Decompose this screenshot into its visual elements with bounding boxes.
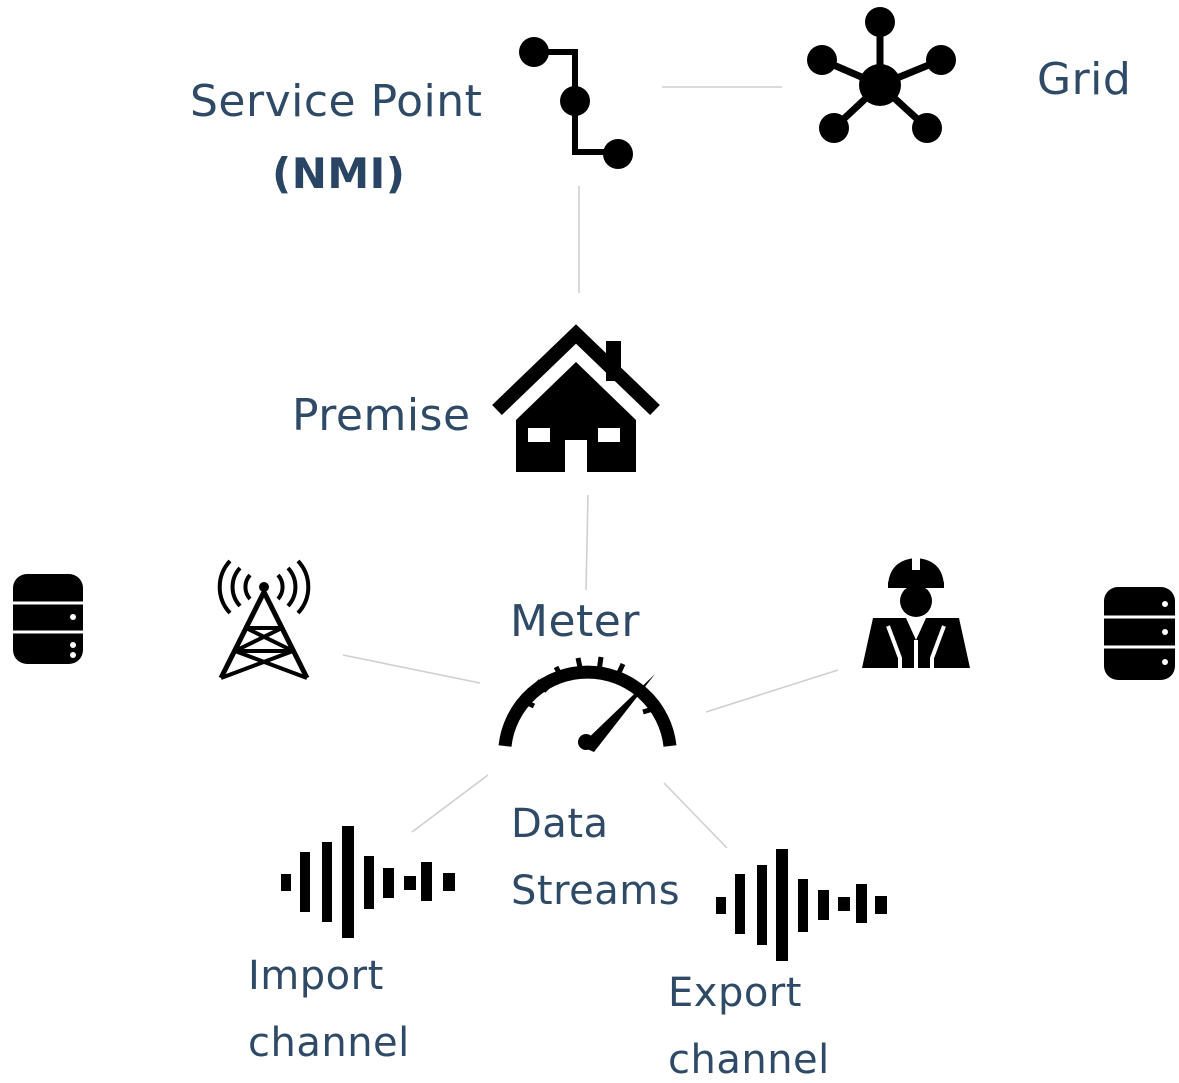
connector-meter-import [411, 774, 489, 833]
database-icon [13, 574, 83, 664]
waveform-icon [716, 849, 887, 961]
waveform-icon [281, 826, 455, 938]
import-channel-label-line2: channel [248, 1020, 410, 1066]
export-channel-label-line1: Export [668, 970, 802, 1016]
export-channel-label-line2: channel [668, 1037, 830, 1083]
grid-network-icon [807, 7, 956, 143]
radio-tower-icon [217, 559, 311, 680]
database-icon [1104, 587, 1175, 680]
worker-icon [862, 556, 970, 668]
house-icon [492, 324, 660, 472]
data-streams-label-line2: Streams [511, 868, 681, 914]
service-point-icon [519, 37, 633, 169]
connector-tower-meter [342, 654, 481, 684]
data-streams-label-line1: Data [511, 801, 609, 847]
speedometer-icon [498, 656, 677, 752]
premise-label: Premise [292, 390, 471, 441]
connector-meter-export [663, 782, 728, 849]
connector-worker-meter [705, 669, 839, 713]
nmi-label: (NMI) [272, 149, 406, 198]
connector-premise-meter [585, 494, 589, 591]
grid-label: Grid [1037, 54, 1132, 105]
import-channel-label-line1: Import [248, 953, 384, 999]
service-point-label: Service Point [190, 76, 483, 127]
connectors [342, 86, 839, 849]
meter-label: Meter [510, 596, 640, 647]
